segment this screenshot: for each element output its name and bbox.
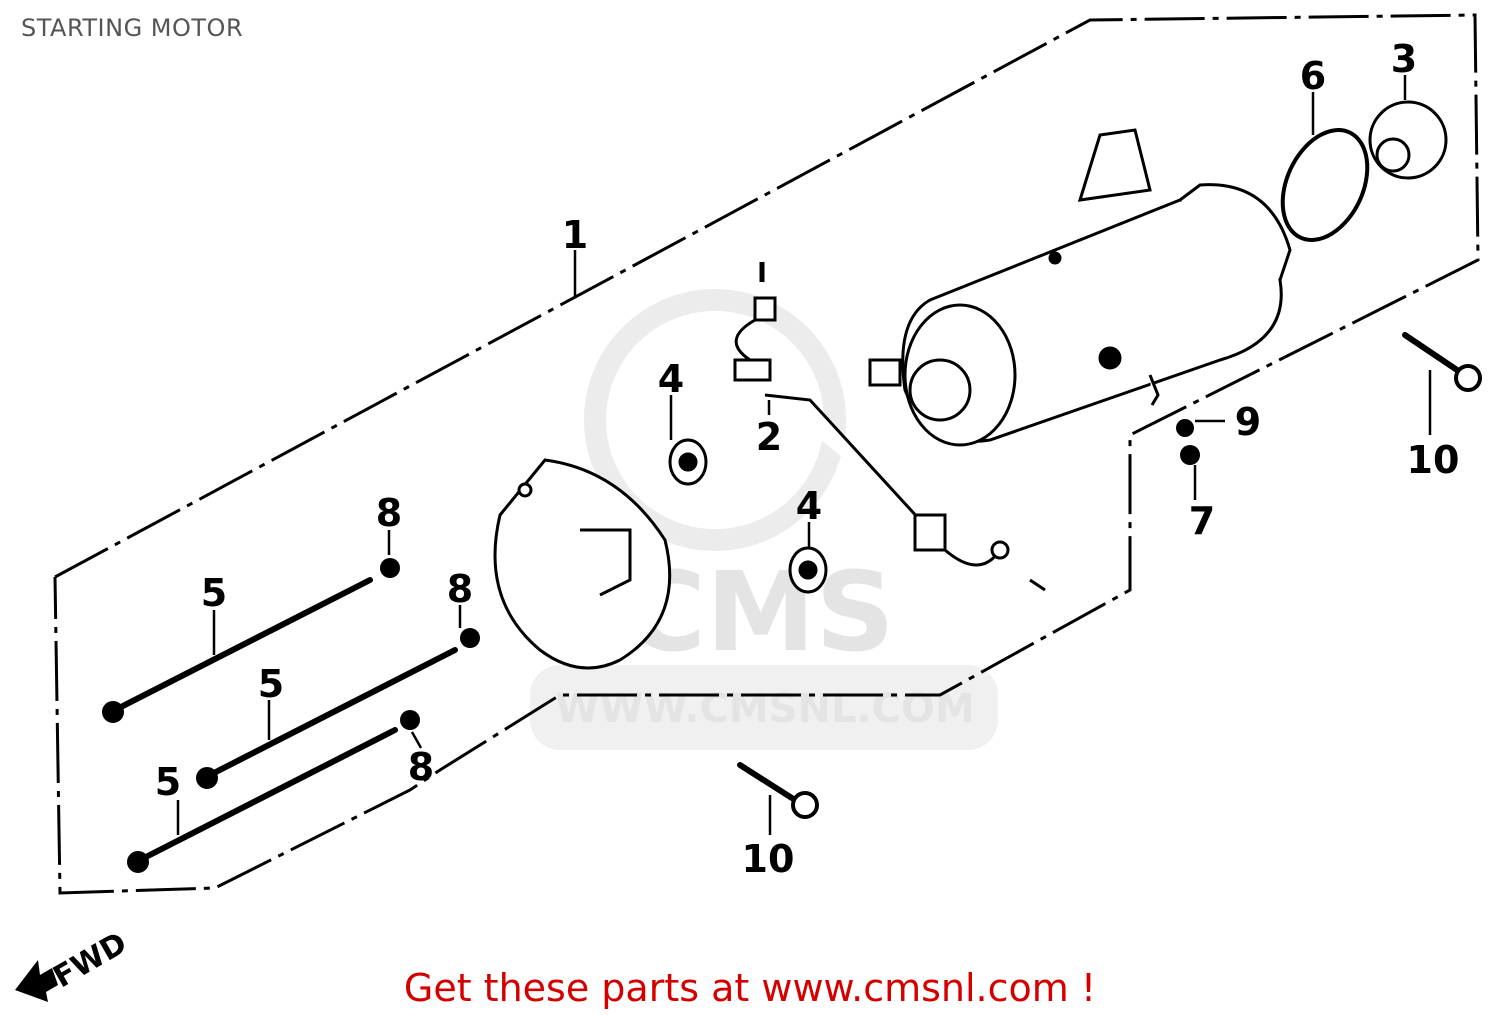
callout-8: 8 <box>376 491 402 535</box>
callout-6: 6 <box>1300 54 1326 98</box>
mounting-bolt <box>737 332 1482 819</box>
nut <box>380 419 1200 730</box>
callout-5: 5 <box>155 760 181 804</box>
callouts: 1 2 3 4 4 5 5 5 6 7 8 8 8 9 10 10 <box>155 37 1460 881</box>
watermark-url: WWW.CMSNL.COM <box>555 686 975 732</box>
o-ring <box>1280 128 1370 242</box>
callout-8: 8 <box>408 745 434 789</box>
arrow-icon <box>15 960 58 1002</box>
callout-10: 10 <box>742 837 795 881</box>
callout-10: 10 <box>1407 438 1460 482</box>
callout-5: 5 <box>201 571 227 615</box>
drive-gear <box>1368 100 1448 180</box>
callout-9: 9 <box>1235 400 1261 444</box>
leader-lines <box>176 75 1432 835</box>
callout-5: 5 <box>258 662 284 706</box>
callout-8: 8 <box>447 567 473 611</box>
starter-motor <box>868 128 1292 447</box>
diagram-title: STARTING MOTOR <box>21 14 244 42</box>
callout-2: 2 <box>756 415 782 459</box>
callout-3: 3 <box>1391 37 1417 81</box>
callout-1: 1 <box>562 213 588 257</box>
brush-holder <box>733 262 1046 592</box>
callout-4: 4 <box>658 357 684 401</box>
callout-4: 4 <box>796 484 822 528</box>
footer-link[interactable]: Get these parts at www.cmsnl.com ! <box>403 966 1097 1010</box>
end-cover <box>493 458 672 670</box>
through-bolt <box>102 577 458 873</box>
callout-7: 7 <box>1189 499 1215 543</box>
assembly-outline <box>53 13 1480 895</box>
